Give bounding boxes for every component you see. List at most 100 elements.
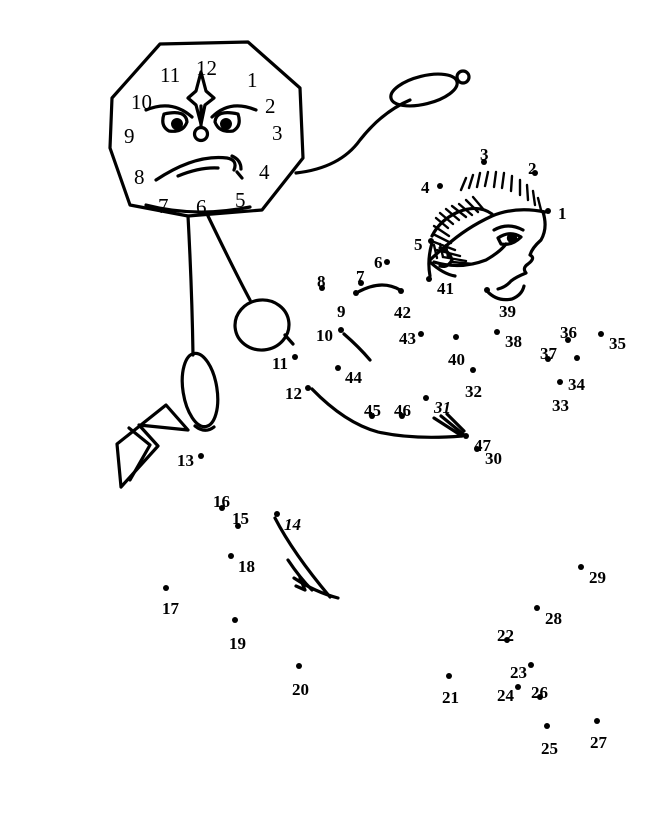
dot-label-16: 16	[213, 492, 230, 511]
mouth-corner-tick-1	[230, 154, 243, 171]
dot-marker-14[interactable]	[274, 511, 280, 517]
dot-label-36: 36	[560, 323, 577, 342]
dot-label-43: 43	[399, 329, 416, 348]
weight-hook	[283, 333, 295, 346]
dot-label-3: 3	[480, 145, 489, 164]
dot-marker-45[interactable]	[369, 413, 375, 419]
dot-marker-24[interactable]	[515, 684, 521, 690]
dot-label-28: 28	[545, 609, 562, 628]
pendulum-rod	[186, 214, 195, 357]
dot-marker-18[interactable]	[228, 553, 234, 559]
dot-marker-6[interactable]	[384, 259, 390, 265]
dot-marker-41[interactable]	[426, 276, 432, 282]
dot-marker-33[interactable]	[557, 379, 563, 385]
dot-label-25: 25	[541, 739, 558, 758]
dot-marker-34[interactable]	[574, 355, 580, 361]
dot-label-27: 27	[590, 733, 607, 752]
clock-numeral-9: 9	[124, 124, 135, 148]
arrow-foot-shape	[115, 403, 190, 489]
dot-label-21: 21	[442, 688, 459, 707]
dot-marker-23[interactable]	[528, 662, 534, 668]
dot-marker-47[interactable]	[463, 433, 469, 439]
arm-hand-knob	[455, 69, 471, 85]
clock-numeral-6: 6	[196, 195, 207, 219]
dot-label-5: 5	[414, 235, 423, 254]
dot-marker-11[interactable]	[292, 354, 298, 360]
dot-label-30: 30	[485, 449, 502, 468]
dot-marker-46[interactable]	[399, 413, 405, 419]
dot-marker-28[interactable]	[534, 605, 540, 611]
dot-marker-25[interactable]	[544, 723, 550, 729]
dot-label-1: 1	[558, 204, 567, 223]
dot-label-47: 47	[474, 436, 491, 455]
dot-label-33: 33	[552, 396, 569, 415]
weight-oval	[233, 298, 291, 352]
dot-marker-35[interactable]	[598, 331, 604, 337]
dot-label-13: 13	[177, 451, 194, 470]
dot-marker-13[interactable]	[198, 453, 204, 459]
dot-marker-17[interactable]	[163, 585, 169, 591]
girl-hair-hatch-front	[432, 242, 450, 260]
pendulum-bob	[180, 351, 220, 429]
dot-marker-22[interactable]	[504, 637, 510, 643]
girl-eyebrow	[492, 224, 525, 232]
dot-marker-37[interactable]	[545, 356, 551, 362]
dot-marker-44[interactable]	[335, 365, 341, 371]
dot-marker-40[interactable]	[453, 334, 459, 340]
dot-label-22: 22	[497, 626, 514, 645]
motion-line-1	[273, 516, 332, 599]
dot-marker-9[interactable]	[353, 290, 359, 296]
hatch-47-b	[439, 414, 465, 436]
dot-marker-3[interactable]	[481, 159, 487, 165]
dot-marker-31[interactable]	[423, 395, 429, 401]
girl-ear	[438, 246, 454, 268]
dot-label-24: 24	[497, 686, 514, 705]
dot-marker-38[interactable]	[494, 329, 500, 335]
dot-marker-4[interactable]	[437, 183, 443, 189]
right-eye	[213, 111, 241, 133]
dot-marker-39[interactable]	[484, 287, 490, 293]
dot-marker-29[interactable]	[578, 564, 584, 570]
dot-marker-2[interactable]	[532, 170, 538, 176]
clock-numeral-4: 4	[259, 160, 270, 184]
dot-marker-42[interactable]	[398, 288, 404, 294]
dot-label-32: 32	[465, 382, 482, 401]
mouth-corner-tick-2	[235, 170, 244, 180]
dot-marker-21[interactable]	[446, 673, 452, 679]
clock-numeral-11: 11	[160, 63, 181, 87]
dot-marker-20[interactable]	[296, 663, 302, 669]
dot-marker-10[interactable]	[338, 327, 344, 333]
dot-marker-19[interactable]	[232, 617, 238, 623]
dot-marker-7[interactable]	[358, 280, 364, 286]
dot-label-19: 19	[229, 634, 246, 653]
dot-label-37: 37	[540, 344, 557, 363]
dot-label-7: 7	[356, 267, 365, 286]
dot-label-45: 45	[364, 401, 381, 420]
clock-mouth	[154, 155, 237, 182]
dot-marker-36[interactable]	[565, 337, 571, 343]
dot-marker-1[interactable]	[545, 208, 551, 214]
dot-label-10: 10	[316, 326, 333, 345]
girl-chin	[485, 284, 526, 302]
clock-numeral-7: 7	[158, 194, 169, 218]
dot-marker-32[interactable]	[470, 367, 476, 373]
dot-label-2: 2	[528, 159, 537, 178]
dot-marker-5[interactable]	[428, 238, 434, 244]
dot-marker-30[interactable]	[474, 446, 480, 452]
motion-line-3	[292, 576, 340, 600]
dot-marker-15[interactable]	[235, 523, 241, 529]
left-eye	[161, 111, 189, 133]
clock-body-outline	[108, 40, 305, 218]
left-eyebrow	[144, 104, 194, 119]
dot-label-17: 17	[162, 599, 179, 618]
dot-marker-8[interactable]	[319, 285, 325, 291]
dot-marker-26[interactable]	[537, 694, 543, 700]
dot-marker-27[interactable]	[594, 718, 600, 724]
weight-chain	[206, 214, 252, 302]
dot-marker-16[interactable]	[219, 505, 225, 511]
dot-marker-43[interactable]	[418, 331, 424, 337]
dot-label-8: 8	[317, 272, 326, 291]
dot-marker-12[interactable]	[305, 385, 311, 391]
